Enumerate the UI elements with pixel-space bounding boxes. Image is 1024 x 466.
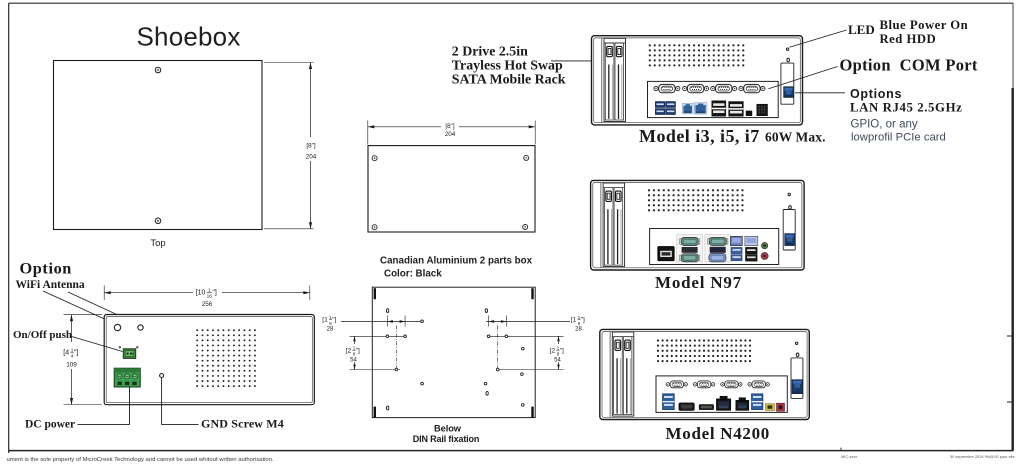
svg-text:[2: [2 [550,348,556,355]
svg-text:4: 4 [71,354,74,360]
svg-text:Option COM Port: Option COM Port [840,56,978,75]
svg-text:MIC-xxxx: MIC-xxxx [841,454,857,459]
svg-text:Shoebox: Shoebox [137,22,241,52]
svg-text:1: 1 [329,315,332,320]
svg-text:[4: [4 [63,350,69,357]
svg-text:204: 204 [445,131,456,138]
svg-text:WiFi Antenna: WiFi Antenna [16,279,85,291]
svg-text:2 Drive 2.5in: 2 Drive 2.5in [452,45,528,60]
svg-text:60W Max.: 60W Max. [765,130,826,145]
svg-text:"]: "] [212,290,216,297]
svg-text:[10: [10 [196,290,206,297]
svg-text:Color: Black: Color: Black [384,269,442,280]
svg-text:[1: [1 [571,317,577,324]
svg-text:Trayless Hot Swap: Trayless Hot Swap [452,59,563,74]
svg-text:Blue Power On: Blue Power On [880,18,969,32]
svg-text:1: 1 [557,346,560,351]
svg-text:[2: [2 [346,348,352,355]
svg-text:ument is the sole property of: ument is the sole property of MicroCreek… [7,457,274,463]
svg-text:On/Off push: On/Off push [13,329,72,341]
svg-text:Model N97: Model N97 [655,273,742,292]
svg-text:Model N4200: Model N4200 [666,424,771,443]
svg-text:GPIO, or any: GPIO, or any [851,119,918,131]
svg-text:"]: "] [581,317,585,324]
svg-text:8: 8 [578,321,581,326]
svg-text:28: 28 [327,327,334,333]
svg-text:"]: "] [356,348,360,355]
svg-text:256: 256 [202,301,213,308]
svg-text:16: 16 [207,294,213,300]
svg-text:[1: [1 [322,317,328,324]
svg-text:1: 1 [71,348,74,354]
svg-text:Red HDD: Red HDD [880,32,937,46]
svg-text:54: 54 [350,358,357,364]
svg-text:[8"]: [8"] [306,143,315,150]
svg-text:Model i3, i5, i7: Model i3, i5, i7 [639,126,760,146]
svg-text:204: 204 [306,154,317,161]
svg-text:30 septembre 2024 9h45:50 pour: 30 septembre 2024 9h45:50 pour site [950,454,1015,459]
svg-text:LED: LED [848,22,875,37]
svg-text:28: 28 [575,327,582,333]
svg-text:LAN RJ45 2.5GHz: LAN RJ45 2.5GHz [850,101,962,115]
svg-text:54: 54 [554,358,561,364]
svg-text:SATA Mobile Rack: SATA Mobile Rack [452,72,566,87]
svg-text:"]: "] [560,348,564,355]
svg-text:Options: Options [850,87,902,101]
svg-text:[8"]: [8"] [445,123,454,130]
svg-text:Below: Below [434,424,462,434]
svg-text:GND Screw M4: GND Screw M4 [201,417,284,431]
svg-text:8: 8 [329,321,332,326]
svg-text:Canadian Aluminium 2 parts box: Canadian Aluminium 2 parts box [380,255,533,266]
svg-text:Option: Option [20,259,72,278]
svg-text:DIN Rail fixation: DIN Rail fixation [413,434,479,444]
svg-text:1: 1 [353,346,356,351]
svg-text:Top: Top [150,238,165,249]
svg-text:"]: "] [74,350,78,357]
svg-text:1: 1 [578,315,581,320]
svg-text:lowprofil PCIe card: lowprofil PCIe card [851,132,946,144]
svg-text:8: 8 [557,352,560,357]
svg-text:109: 109 [66,362,77,369]
svg-text:DC power: DC power [25,419,75,431]
svg-text:1: 1 [208,288,211,294]
svg-text:"]: "] [332,317,336,324]
svg-text:8: 8 [353,352,356,357]
